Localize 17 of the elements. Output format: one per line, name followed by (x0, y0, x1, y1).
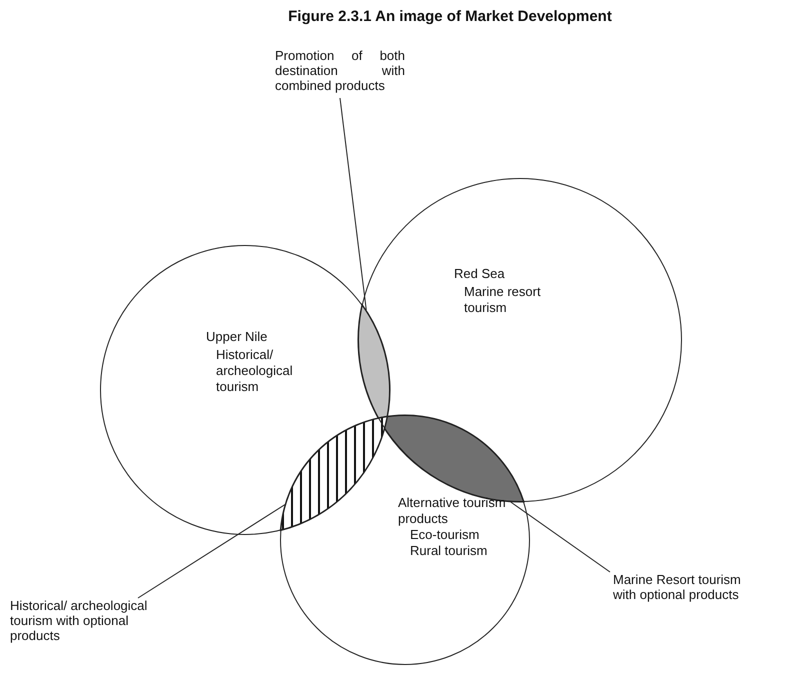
leader-line (340, 98, 367, 311)
region-description: Rural tourism (410, 543, 488, 559)
region-name: Alternative tourism products (398, 495, 507, 527)
leader-line (138, 504, 286, 598)
figure-title: Figure 2.3.1 An image of Market Development (287, 8, 613, 25)
region-name: Upper Nile (206, 329, 268, 345)
region-name: Red Sea (454, 266, 506, 282)
region-circle (280, 415, 530, 665)
region-circle (100, 245, 390, 535)
callout-text: Promotion of both destination with combined products (275, 48, 405, 93)
overlap-region (280, 416, 388, 532)
callout-text: Historical/ archeological tourism with optional products (10, 598, 180, 643)
region-description: Eco-tourism (410, 527, 480, 543)
region-description: Historical/ archeological tourism (216, 347, 294, 395)
callout-text: Marine Resort tourism with optional products (613, 572, 743, 602)
leader-line (510, 502, 610, 572)
region-description: Marine resort tourism (464, 284, 542, 316)
